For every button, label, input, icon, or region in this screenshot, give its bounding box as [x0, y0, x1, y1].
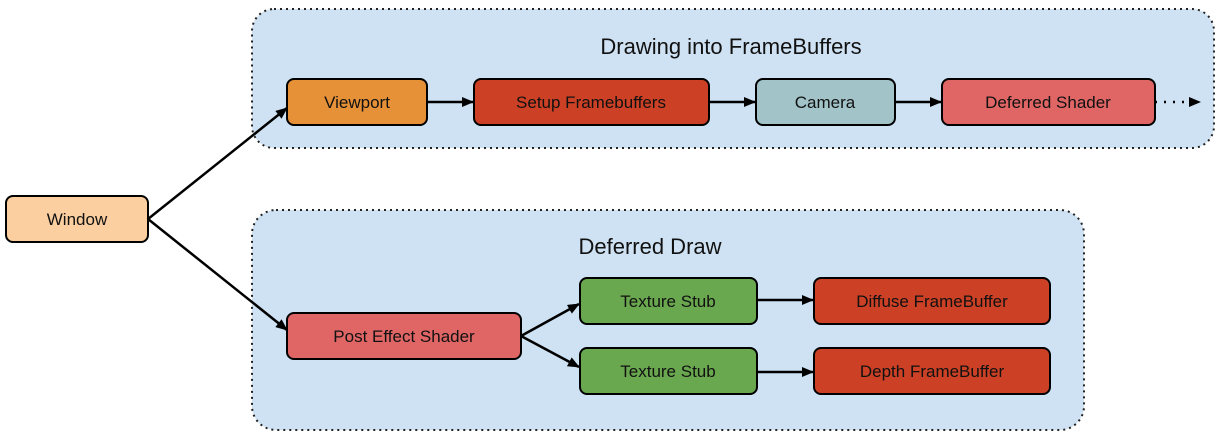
node-texture-stub-2-label: Texture Stub [620, 362, 715, 381]
node-depth-framebuffer: Depth FrameBuffer [813, 347, 1051, 395]
node-post-effect-shader-label: Post Effect Shader [333, 327, 475, 346]
edge-post-effect-to-texture-stub-1 [520, 302, 580, 338]
group-deferred-title: Deferred Draw [578, 234, 721, 259]
edge-post-effect-to-texture-stub-2 [520, 334, 580, 369]
node-diffuse-framebuffer-label: Diffuse FrameBuffer [856, 292, 1008, 311]
group-drawing-title: Drawing into FrameBuffers [600, 34, 861, 59]
edge-window-to-post-effect [147, 218, 288, 331]
node-texture-stub-1: Texture Stub [579, 277, 758, 325]
node-camera: Camera [755, 78, 896, 126]
node-viewport-label: Viewport [324, 93, 390, 112]
node-setup-framebuffers: Setup Framebuffers [473, 78, 710, 126]
node-window-label: Window [47, 210, 108, 229]
node-viewport: Viewport [286, 78, 428, 126]
node-camera-label: Camera [795, 93, 856, 112]
edge-window-to-viewport [147, 107, 288, 220]
node-texture-stub-1-label: Texture Stub [620, 292, 715, 311]
node-deferred-shader: Deferred Shader [941, 78, 1156, 126]
node-texture-stub-2: Texture Stub [579, 347, 758, 395]
node-diffuse-framebuffer: Diffuse FrameBuffer [813, 277, 1051, 325]
node-setup-framebuffers-label: Setup Framebuffers [516, 93, 666, 112]
edges [147, 97, 1201, 377]
node-post-effect-shader: Post Effect Shader [286, 312, 522, 360]
node-deferred-shader-label: Deferred Shader [985, 93, 1111, 112]
node-window: Window [5, 195, 149, 243]
node-depth-framebuffer-label: Depth FrameBuffer [860, 362, 1005, 381]
